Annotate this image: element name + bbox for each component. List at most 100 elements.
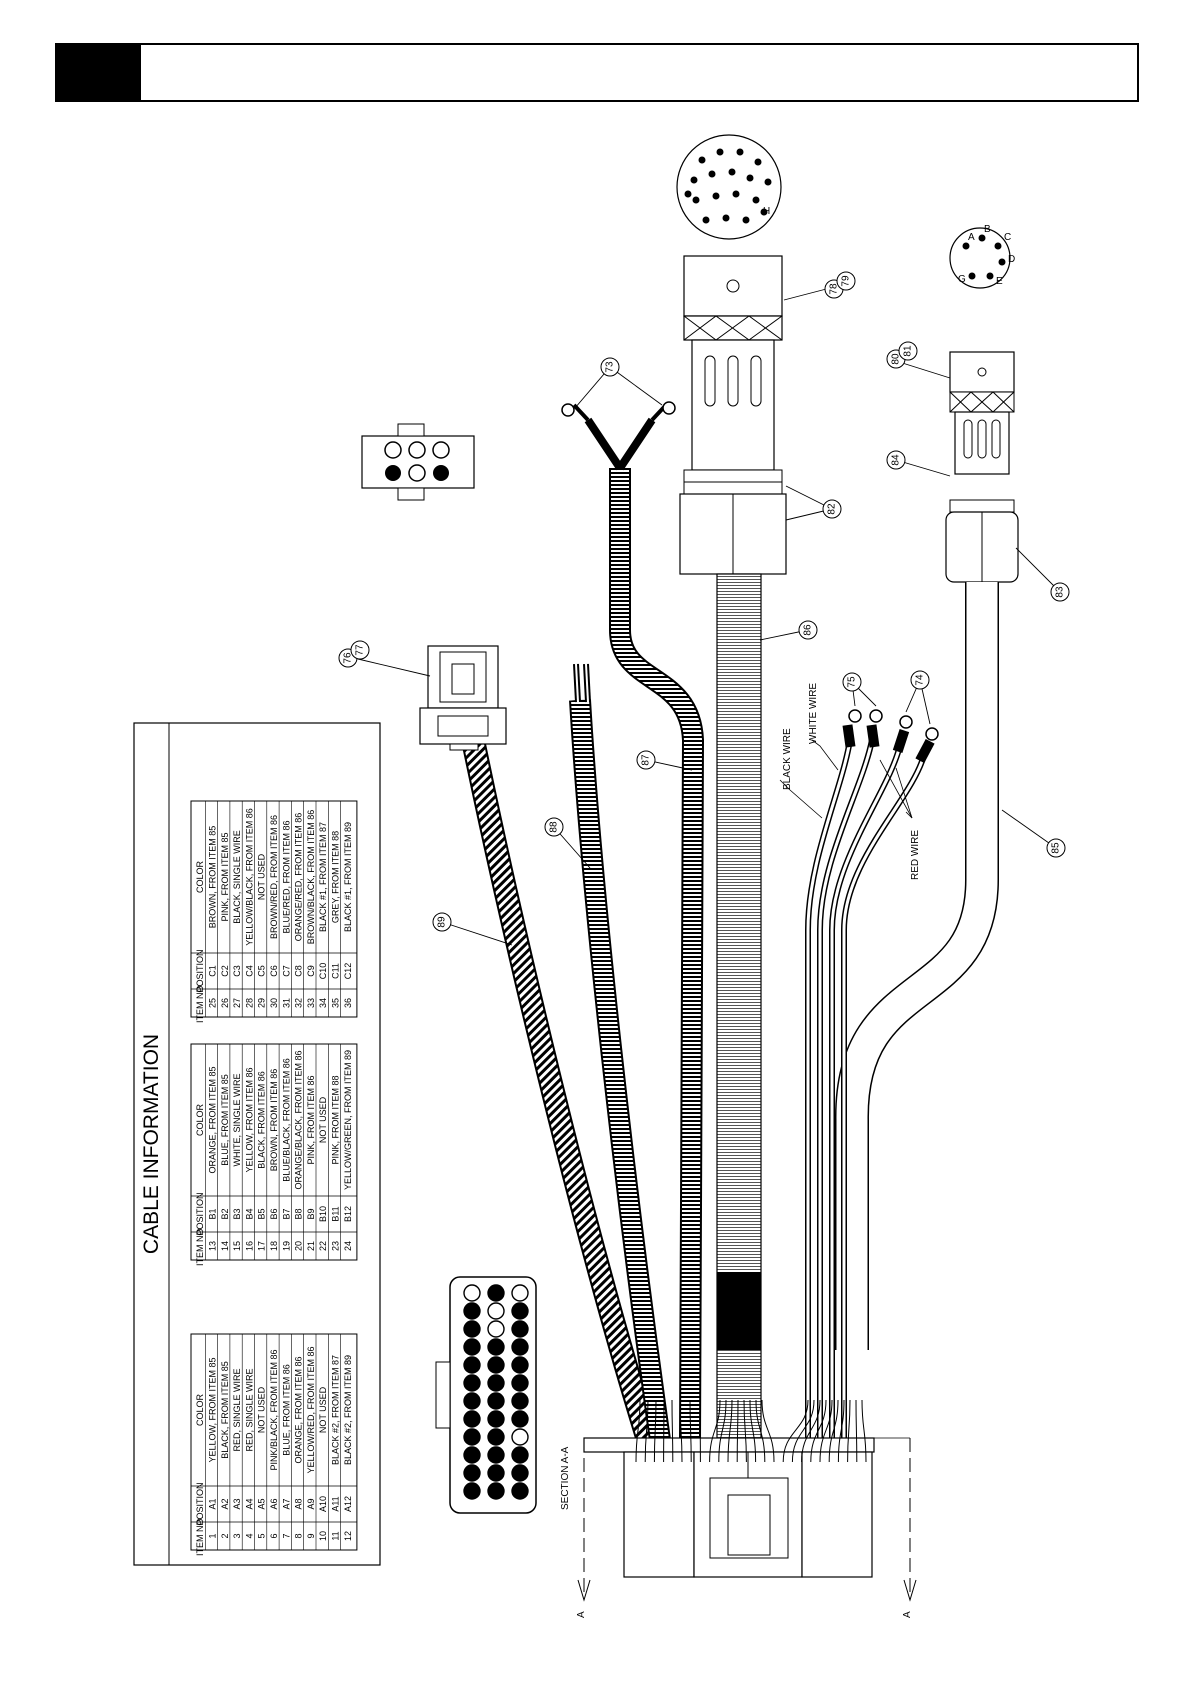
callout-82: 82 <box>822 499 842 519</box>
table-cell: 15 <box>232 1241 242 1251</box>
table-cell: 5 <box>257 1533 267 1538</box>
table-cell: YELLOW/RED, FROM ITEM 86 <box>306 1346 316 1473</box>
table-cell: B7 <box>281 1208 291 1219</box>
harness-wire <box>727 1399 733 1463</box>
harness-wire <box>671 1399 674 1463</box>
section-label: SECTION A-A <box>560 1446 571 1510</box>
table-cell: A2 <box>220 1498 230 1509</box>
table-cell: 1 <box>207 1533 217 1538</box>
table-cell: B10 <box>318 1206 328 1222</box>
cable-info-panel: CABLE INFORMATION ITEM NO.POSITIONCOLOR1… <box>133 722 381 1566</box>
connector-76-77 <box>419 645 507 751</box>
connector-pin <box>487 1410 505 1428</box>
table-cell: A5 <box>257 1498 267 1509</box>
harness-wire <box>689 1399 692 1463</box>
table-cell: C6 <box>269 965 279 977</box>
svg-text:84: 84 <box>891 454 902 466</box>
table-cell: BLUE, FROM ITEM 85 <box>220 1074 230 1166</box>
connector-plug <box>361 423 475 501</box>
table-cell: 35 <box>330 998 340 1008</box>
table-cell: 18 <box>269 1241 279 1251</box>
pin-letter-d: D <box>1008 254 1015 265</box>
harness-wire <box>801 1399 821 1463</box>
section-marker-left: A <box>576 1611 587 1618</box>
table-cell: B3 <box>232 1208 242 1219</box>
pin-letter-b: B <box>984 224 991 235</box>
cable-85 <box>834 582 999 1350</box>
connector-pin <box>487 1482 505 1500</box>
cable-87 <box>561 401 705 1441</box>
table-cell: 10 <box>318 1531 328 1541</box>
pin-letter-e: E <box>996 276 1003 287</box>
harness-wire <box>644 1399 649 1463</box>
svg-text:82: 82 <box>827 503 838 515</box>
table-cell: 8 <box>294 1533 304 1538</box>
table-cell: 12 <box>343 1531 353 1541</box>
callout-86: 86 <box>798 620 818 640</box>
callout-89: 89 <box>432 912 452 932</box>
pin-letter-c: C <box>1004 232 1011 243</box>
wire-labels: BLACK WIRE WHITE WIRE RED WIRE <box>779 683 921 880</box>
table-cell: RED, SINGLE WIRE <box>232 1368 242 1451</box>
connector-pin <box>487 1428 505 1446</box>
table-cell: BLACK, FROM ITEM 86 <box>257 1071 267 1169</box>
table-cell: 17 <box>257 1241 267 1251</box>
cable-88 <box>569 663 671 1442</box>
table-cell: C9 <box>306 965 316 977</box>
connector-pin <box>487 1446 505 1464</box>
table-cell: PINK, FROM ITEM 85 <box>220 832 230 921</box>
connector-pin <box>487 1320 505 1338</box>
connector-pin <box>511 1374 529 1392</box>
connector-pin <box>487 1464 505 1482</box>
harness-wire <box>810 1399 827 1463</box>
table-cell: A3 <box>232 1498 242 1509</box>
table-cell: A4 <box>244 1498 254 1509</box>
table-cell: 11 <box>330 1531 340 1540</box>
table-cell: 31 <box>281 998 291 1008</box>
table-cell: 36 <box>343 998 353 1008</box>
harness-wire <box>861 1399 867 1463</box>
callout-88: 88 <box>544 817 564 837</box>
table-cell: BLACK #1, FROM ITEM 87 <box>318 822 328 932</box>
table-cell: BLUE, FROM ITEM 86 <box>281 1364 291 1456</box>
white-wire-label: WHITE WIRE <box>808 683 819 744</box>
table-cell: 24 <box>343 1241 353 1251</box>
table-cell: B5 <box>257 1208 267 1219</box>
connector-pin <box>511 1410 529 1428</box>
table-cell: BLUE/RED, FROM ITEM 86 <box>281 820 291 933</box>
pin-connector-face <box>435 1276 537 1514</box>
table-cell: 32 <box>294 998 304 1008</box>
connector-pin <box>463 1338 481 1356</box>
table-cell: 21 <box>306 1241 316 1251</box>
table-cell: B4 <box>244 1208 254 1219</box>
table-cell: C12 <box>343 963 353 980</box>
svg-text:89: 89 <box>437 916 448 928</box>
connector-pin <box>463 1392 481 1410</box>
cable-86 <box>716 573 762 1441</box>
table-cell: B8 <box>294 1208 304 1219</box>
table-cell: YELLOW, FROM ITEM 86 <box>244 1067 254 1172</box>
black-wire-label: BLACK WIRE <box>782 728 793 790</box>
connector-pin <box>463 1464 481 1482</box>
table-header-cell: POSITION <box>195 949 205 992</box>
table-cell: 22 <box>318 1241 328 1251</box>
table-header-cell: POSITION <box>195 1192 205 1235</box>
table-cell: 14 <box>220 1241 230 1251</box>
table-cell: BLUE/BLACK, FROM ITEM 86 <box>281 1058 291 1182</box>
table-header-cell: ITEM NO. <box>195 1516 205 1556</box>
svg-text:75: 75 <box>847 676 858 688</box>
single-wires <box>805 739 927 1440</box>
connector-pin <box>463 1284 481 1302</box>
table-cell: ORANGE/BLACK, FROM ITEM 86 <box>294 1050 304 1189</box>
table-cell: 3 <box>232 1533 242 1538</box>
table-cell: BROWN/RED, FROM ITEM 86 <box>269 815 279 939</box>
table-cell: C8 <box>294 965 304 977</box>
connector-pin <box>463 1320 481 1338</box>
table-cell: YELLOW/BLACK, FROM ITEM 86 <box>244 808 254 946</box>
connector-pin <box>487 1356 505 1374</box>
table-cell: 20 <box>294 1241 304 1251</box>
connector-pin <box>511 1320 529 1338</box>
callout-81: 81 <box>898 341 918 361</box>
table-cell: ORANGE, FROM ITEM 86 <box>294 1356 304 1463</box>
callout-79: 79 <box>836 271 856 291</box>
